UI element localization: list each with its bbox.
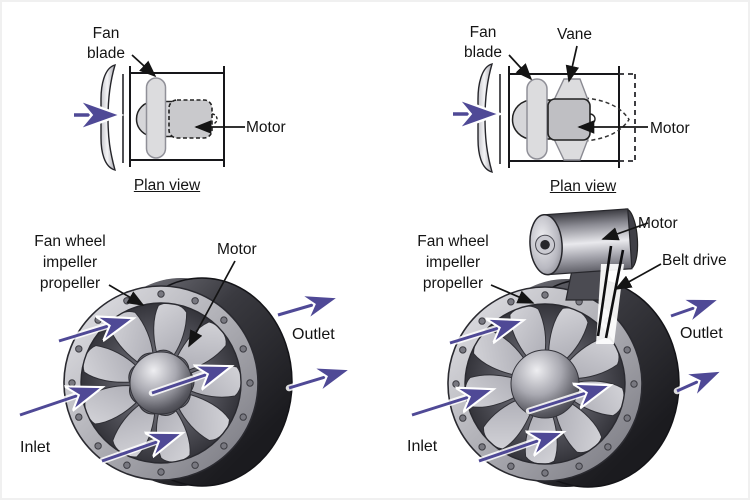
- tail-cone-dashed: [584, 97, 630, 142]
- motor-cylinder: [529, 208, 639, 276]
- fan-right-inlet-arrow-top: [449, 322, 518, 343]
- flow-arrow-shafts: [19, 114, 717, 463]
- leader-wheel-right: [490, 284, 535, 304]
- label-line: blade: [87, 45, 125, 62]
- inlet-bell: [100, 63, 117, 172]
- label-line: propeller: [39, 275, 101, 292]
- label-motor-fan-right: Motor: [638, 215, 678, 232]
- leader-fan-blade-right: [508, 54, 533, 81]
- fan-left-center-flow-arrow: [151, 368, 226, 395]
- motor-shape: [168, 99, 213, 139]
- label-line: impeller: [425, 254, 481, 271]
- flow-arrows: [16, 114, 717, 465]
- inlet-bell: [477, 62, 494, 174]
- label-motor-plan-left: Motor: [246, 119, 286, 136]
- fan-right-center-flow-arrow: [528, 387, 605, 413]
- motor-shaft-bump: [211, 113, 218, 125]
- caption-plan-view-left: Plan view: [133, 177, 201, 194]
- label-line: blade: [464, 44, 502, 61]
- label-inlet-right: Inlet: [407, 438, 438, 455]
- label-belt-drive: Belt drive: [662, 252, 727, 269]
- label-motor-fan-left: Motor: [217, 241, 257, 258]
- leader-fan-blade-left: [131, 54, 157, 78]
- label-line: Fan wheel: [34, 233, 106, 250]
- label-fan-blade-plan-left: Fan blade: [78, 24, 134, 64]
- label-line: propeller: [422, 275, 484, 292]
- plan-view-right: [477, 62, 636, 174]
- motor-shape: [547, 98, 591, 141]
- fan-left-outlet-arrow-bottom: [288, 371, 345, 388]
- motor-shaft-dot: [540, 239, 550, 250]
- leader-belt-drive: [614, 263, 662, 290]
- fan-right-outlet-arrow-top: [670, 301, 714, 316]
- duct-outline-dashed: [619, 73, 636, 162]
- label-inlet-left: Inlet: [20, 439, 51, 456]
- fan-blade-shape: [526, 78, 548, 160]
- label-outlet-right: Outlet: [680, 325, 723, 342]
- front-ring-outer-edge: [447, 286, 643, 482]
- vane-top: [552, 78, 590, 101]
- label-fan-blade-plan-right: Fan blade: [455, 23, 511, 63]
- front-ring-inner-edge: [464, 303, 626, 465]
- caption-plan-view-right: Plan view: [549, 178, 617, 195]
- vane-bottom: [552, 138, 590, 161]
- label-line: Fan: [469, 24, 497, 41]
- label-line: impeller: [42, 254, 98, 271]
- belt-line-front: [596, 245, 613, 337]
- label-line: Fan: [92, 25, 120, 42]
- fan-right-outlet-arrow-bottom: [676, 373, 717, 391]
- front-ring-inner-edge: [80, 302, 242, 464]
- leader-motor-fan-left: [188, 260, 236, 348]
- leader-motor-fan-right: [601, 222, 649, 241]
- front-ring-outer-edge: [63, 285, 259, 481]
- fan-right-inlet-arrow-bottom: [478, 434, 558, 463]
- fan-left-inlet-arrow-bottom: [101, 435, 177, 463]
- label-line: Fan wheel: [417, 233, 489, 250]
- fan-left-outlet-arrow-top: [277, 299, 333, 315]
- label-vane: Vane: [557, 26, 593, 43]
- plan-view-left: [100, 63, 225, 172]
- label-fan-wheel-left: Fan wheel impeller propeller: [22, 231, 118, 294]
- belt-motor-assembly: [529, 208, 639, 344]
- label-fan-wheel-right: Fan wheel impeller propeller: [405, 231, 501, 294]
- hub-sphere: [129, 351, 193, 415]
- ring-bolts: [68, 290, 254, 476]
- fan-left-inlet-arrow-top: [58, 320, 128, 341]
- belt-line-back: [604, 249, 625, 339]
- fan-right-inlet-arrow-mid: [411, 391, 488, 417]
- fan-blade-shape: [145, 77, 167, 159]
- leader-wheel-left: [108, 284, 145, 306]
- axial-fan-right: [447, 278, 680, 488]
- label-outlet-left: Outlet: [292, 326, 335, 343]
- leader-vane: [565, 45, 580, 83]
- label-motor-plan-right: Motor: [650, 120, 690, 137]
- fan-left-inlet-arrow-mid: [19, 389, 97, 417]
- leader-arrows: [108, 45, 662, 348]
